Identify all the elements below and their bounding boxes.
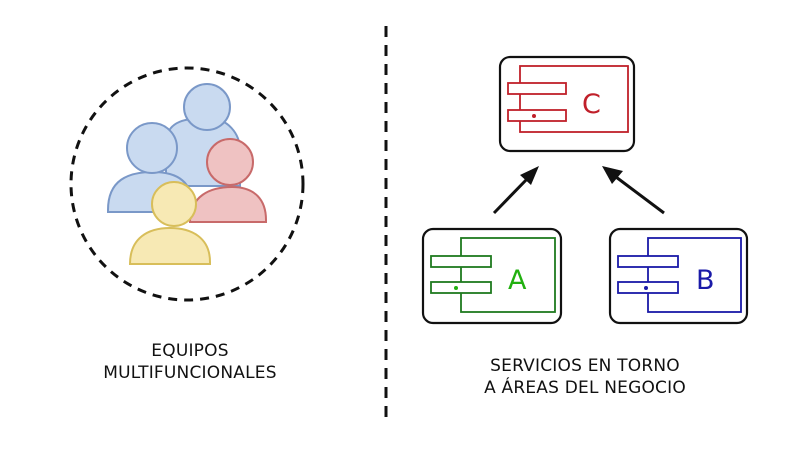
component-c: C (498, 55, 636, 153)
services-caption: SERVICIOS EN TORNO A ÁREAS DEL NEGOCIO (430, 355, 740, 399)
component-b: B (608, 227, 749, 325)
team-group (69, 66, 305, 302)
team-dashed-circle (69, 66, 305, 302)
arrow-b-to-c (602, 166, 665, 215)
services-caption-line1: SERVICIOS EN TORNO (490, 356, 680, 376)
component-c-frame (498, 55, 636, 153)
component-a-label: A (508, 265, 527, 296)
arrow-a-to-c (492, 166, 539, 215)
component-a-icon (430, 237, 556, 313)
services-caption-line2: A ÁREAS DEL NEGOCIO (484, 378, 686, 398)
team-caption-line1: EQUIPOS (151, 341, 229, 361)
component-b-label: B (696, 265, 715, 296)
team-caption-line2: MULTIFUNCIONALES (103, 363, 277, 383)
component-a-frame (421, 227, 563, 325)
team-caption: EQUIPOS MULTIFUNCIONALES (40, 340, 340, 384)
person-red-icon (188, 138, 267, 223)
component-a: A (421, 227, 563, 325)
component-c-label: C (582, 89, 601, 120)
person-yellow-icon (128, 181, 211, 265)
component-c-icon (507, 65, 629, 133)
component-b-frame (608, 227, 749, 325)
component-b-icon (617, 237, 742, 313)
